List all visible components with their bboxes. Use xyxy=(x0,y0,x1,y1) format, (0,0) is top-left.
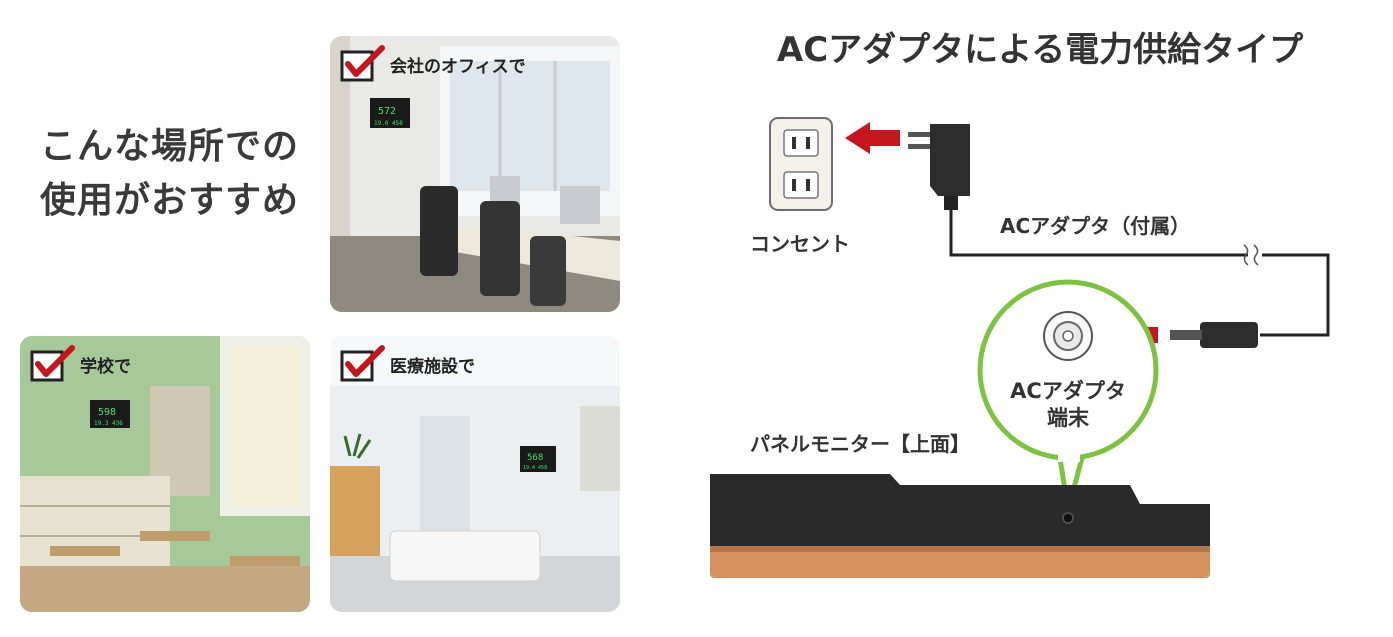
office-display-bottom: 19.0 458 xyxy=(374,120,403,127)
recommended-places-heading: こんな場所での 使用がおすすめ xyxy=(40,120,320,228)
medical-tag: 医療施設で xyxy=(340,344,475,384)
arrow-left-icon xyxy=(845,122,900,154)
school-photo: 598 19.3 436 学校で xyxy=(20,336,310,612)
power-supply-title: ACアダプタによる電力供給タイプ xyxy=(776,30,1304,70)
school-display-bottom: 19.3 436 xyxy=(94,420,123,427)
school-label: 学校で xyxy=(80,356,131,377)
cable-break-icon xyxy=(1243,244,1259,266)
office-label: 会社のオフィスで xyxy=(390,56,526,77)
office-display-top: 572 xyxy=(378,106,396,117)
adapter-label: ACアダプタ（付属） xyxy=(1000,214,1191,238)
heading-line-1: こんな場所での xyxy=(40,126,300,167)
terminal-label-line-2: 端末 xyxy=(1047,406,1089,430)
medical-display-bottom: 19.4 458 xyxy=(523,465,547,471)
terminal-label-line-1: ACアダプタ xyxy=(1010,379,1126,403)
power-diagram xyxy=(710,117,1330,578)
outlet-label: コンセント xyxy=(750,232,850,256)
checkbox-check-icon xyxy=(30,345,75,382)
medical-photo: 568 19.4 458 医療施設で xyxy=(330,336,620,612)
checkbox-check-icon xyxy=(340,45,385,82)
panel-monitor-label: パネルモニター【上面】 xyxy=(750,432,970,456)
school-tag: 学校で xyxy=(30,344,131,384)
terminal-label: ACアダプタ 端末 xyxy=(1008,378,1128,432)
terminal-callout xyxy=(977,279,1159,511)
checkbox-check-icon xyxy=(340,345,385,382)
office-photo: 572 19.0 458 会社のオフィスで xyxy=(330,36,620,312)
medical-display-top: 568 xyxy=(527,453,543,463)
panel-monitor-top xyxy=(710,474,1210,578)
dc-plug-icon xyxy=(1170,322,1258,348)
medical-label: 医療施設で xyxy=(390,356,475,377)
school-display-top: 598 xyxy=(98,407,116,418)
heading-line-2: 使用がおすすめ xyxy=(40,180,300,221)
ac-adapter-icon xyxy=(908,124,970,210)
office-tag: 会社のオフィスで xyxy=(340,44,526,84)
adapter-cable xyxy=(949,210,1330,337)
wall-outlet-icon xyxy=(769,117,833,211)
